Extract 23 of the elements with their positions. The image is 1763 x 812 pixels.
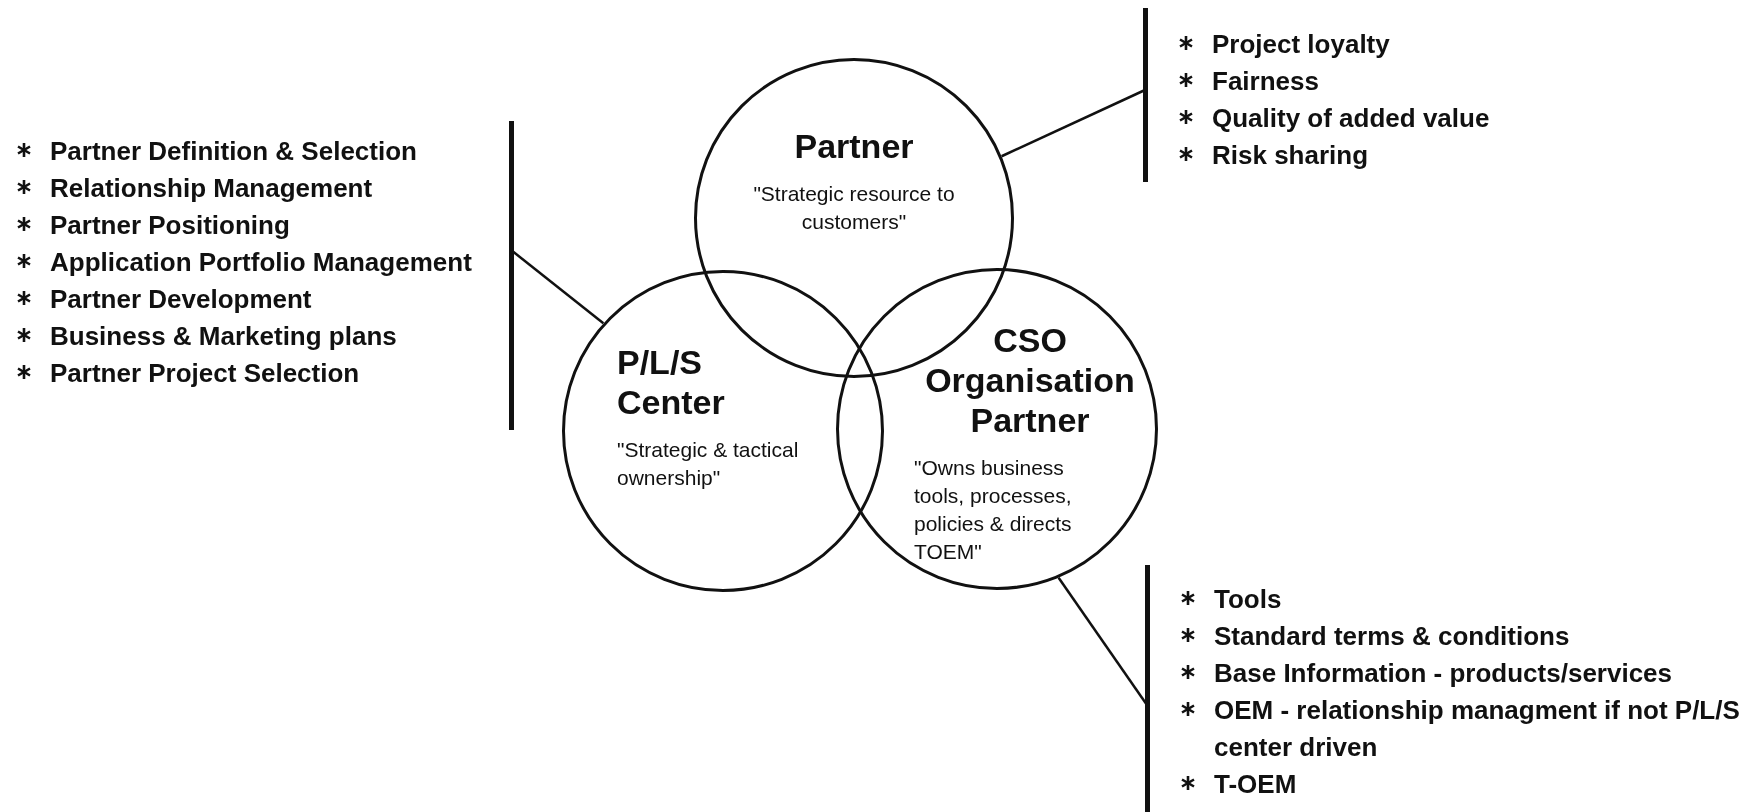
list-item: Standard terms & conditions: [1214, 620, 1570, 653]
quote-text: "Strategic & tactical ownership": [617, 437, 800, 491]
quote-text: "Owns business tools, processes, policies & directs TOEM": [914, 455, 1073, 565]
list-item: Application Portfolio Management: [50, 246, 472, 279]
list-item: Business & Marketing plans: [50, 320, 397, 353]
list-item: Relationship Management: [50, 172, 373, 205]
list-item: Fairness: [1212, 65, 1319, 98]
list-item: OEM - relationship managment if not P/L/S center driven: [1214, 694, 1741, 764]
circle-heading: P/L/S Center: [617, 342, 726, 422]
list-item: Quality of added value: [1212, 102, 1490, 135]
list-item: Base Information - products/services: [1214, 657, 1673, 690]
list-item: Partner Project Selection: [50, 357, 360, 390]
list-item: Partner Definition & Selection: [50, 135, 417, 168]
leader-line: [1001, 88, 1146, 158]
quote-text: "Strategic resource to customers": [752, 181, 956, 235]
circle-heading: CSO Organisation Partner: [924, 320, 1136, 440]
list-item: Partner Development: [50, 283, 312, 316]
list-item: T-OEM: [1214, 768, 1297, 801]
list-item: Tools: [1214, 583, 1282, 616]
circle-heading: Partner: [793, 126, 915, 166]
list-item: Risk sharing: [1212, 139, 1369, 172]
list-item: Project loyalty: [1212, 28, 1390, 61]
list-item: Partner Positioning: [50, 209, 290, 242]
